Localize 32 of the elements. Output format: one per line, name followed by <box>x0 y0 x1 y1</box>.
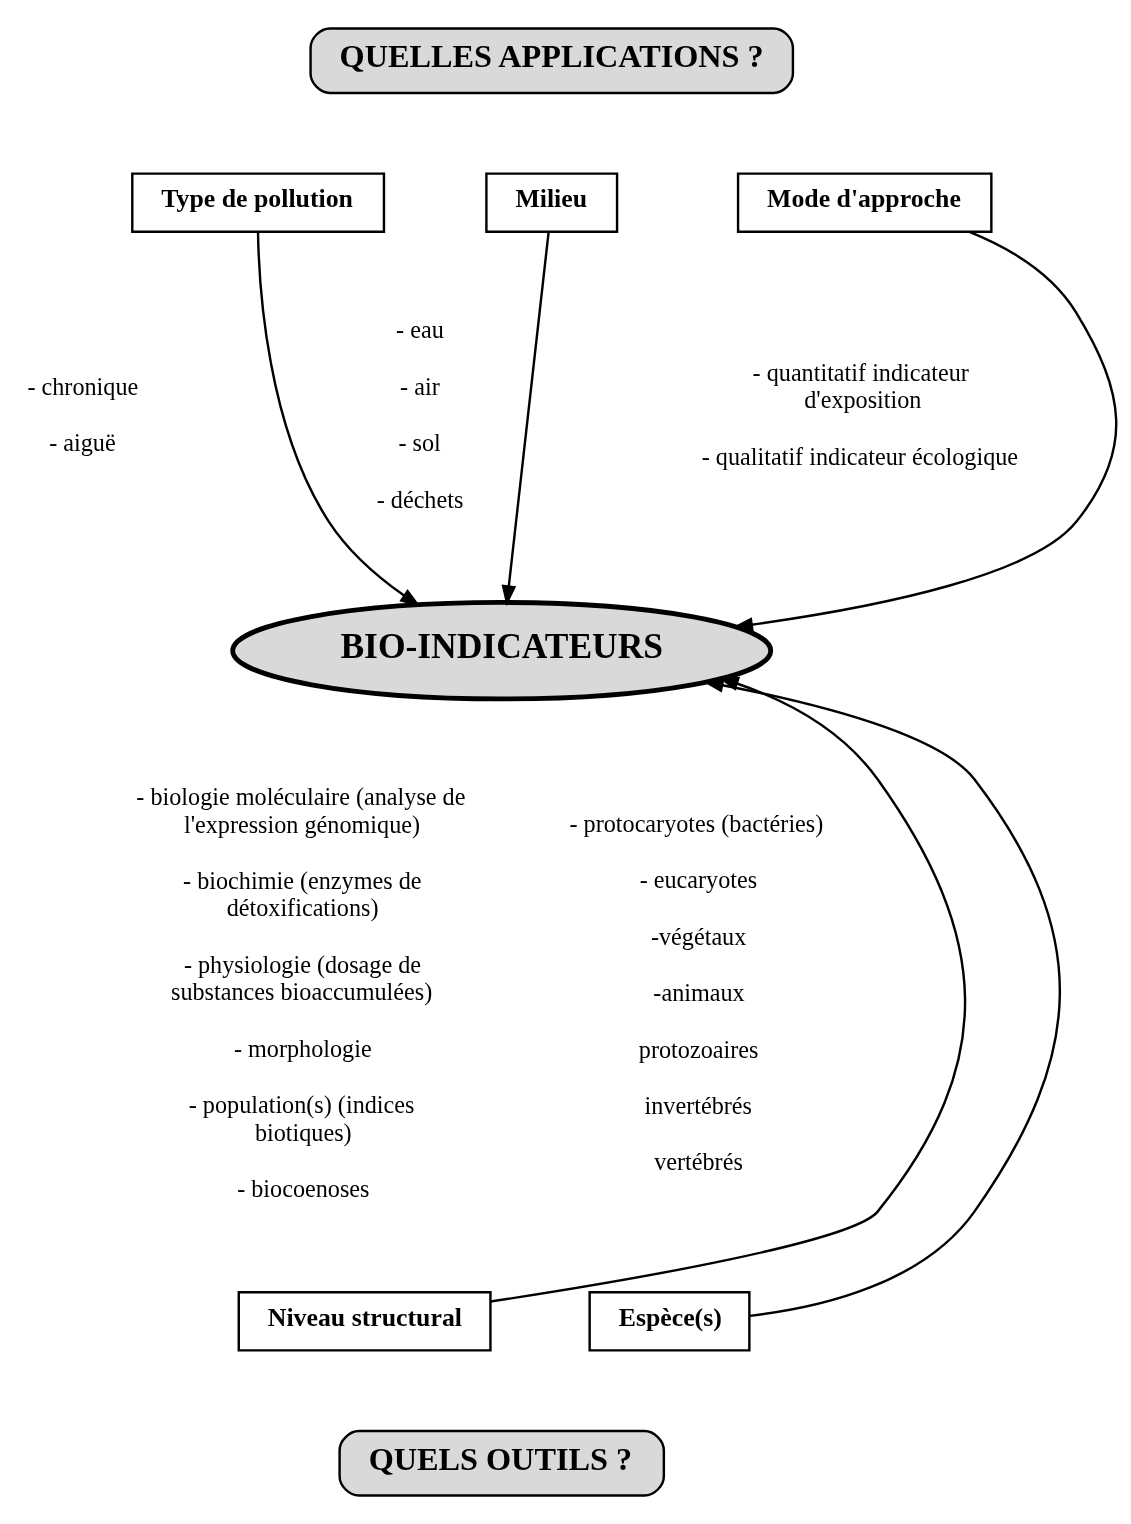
node-label: -animaux <box>653 979 745 1007</box>
arrow <box>501 232 550 607</box>
node-label: vertébrés <box>654 1148 743 1176</box>
node-label: -végétaux <box>650 922 747 950</box>
node-label: - eau <box>396 316 444 344</box>
node-label: - déchets <box>376 485 464 513</box>
node-label: - eucaryotes <box>639 866 758 894</box>
node-ellipse: BIO-INDICATEURS <box>230 600 774 702</box>
node-label: - chronique <box>27 372 139 400</box>
node-label: - biologie moléculaire (analyse de l'expression génomique) <box>136 783 466 838</box>
node-box: QUELLES APPLICATIONS ? <box>309 27 795 95</box>
arrow <box>256 231 421 607</box>
node-label: - population(s) (indices biotiques) <box>188 1091 415 1146</box>
arrow <box>490 676 966 1303</box>
node-label: - sol <box>398 429 441 457</box>
node-label: - qualitatif indicateur écologique <box>701 442 1019 470</box>
node-box: Niveau structural <box>237 1291 492 1352</box>
node-label: protozoaires <box>638 1035 759 1063</box>
node-box: Type de pollution <box>131 172 386 233</box>
node-label: invertébrés <box>644 1092 752 1120</box>
node-label: - biochimie (enzymes de détoxifications) <box>183 866 422 922</box>
node-box: Milieu <box>485 172 619 233</box>
node-box: Mode d'approche <box>736 172 993 233</box>
node-box: QUELS OUTILS ? <box>338 1429 666 1497</box>
node-label: - biocoenoses <box>237 1175 370 1203</box>
node-label: - aiguë <box>49 429 116 457</box>
node-label: - morphologie <box>233 1034 372 1062</box>
node-box: Espèce(s) <box>588 1291 751 1352</box>
node-label: - air <box>400 372 440 400</box>
node-label: - quantitatif indicateur d'exposition <box>752 358 969 414</box>
node-label: - protocaryotes (bactéries) <box>569 809 824 837</box>
node-label: - physiologie (dosage de substances bioaccumulées) <box>171 950 433 1006</box>
